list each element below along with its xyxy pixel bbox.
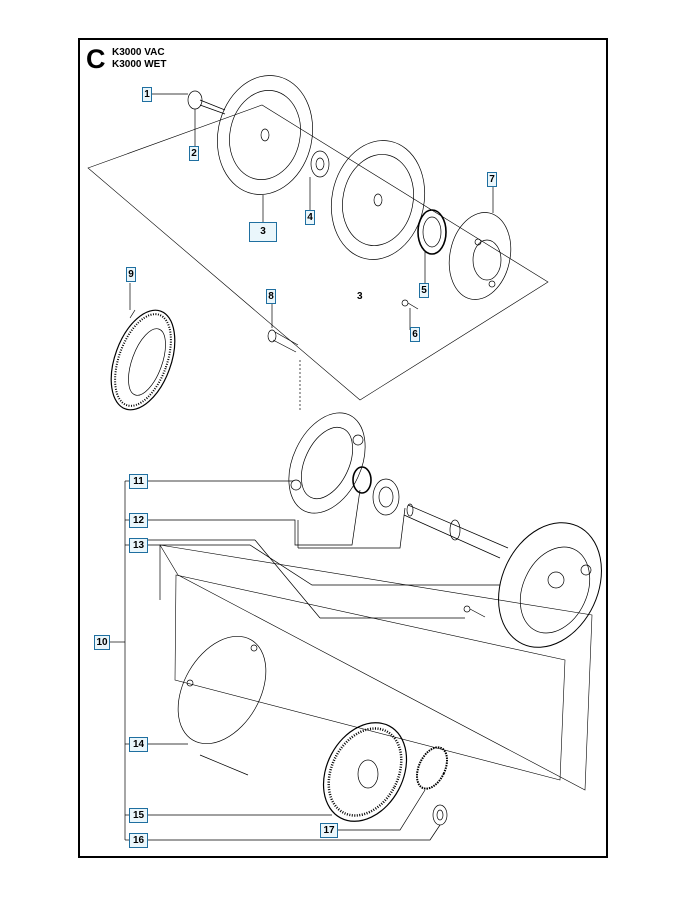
- callout-13: 13: [129, 538, 148, 553]
- callout-8: 8: [266, 289, 276, 304]
- part-17-pinion: [415, 746, 449, 790]
- callout-11: 11: [129, 474, 148, 489]
- callout-7: 7: [487, 172, 497, 187]
- callout-4: 4: [305, 210, 315, 225]
- leader-lines: [110, 93, 500, 841]
- callout-12: 12: [129, 513, 148, 528]
- lower-plane-outline: [159, 544, 593, 791]
- part-14-gasket: [177, 635, 267, 745]
- part-5-bearing: [417, 209, 447, 255]
- model-name-wet: K3000 WET: [112, 59, 167, 70]
- part-4-washer: [310, 150, 330, 178]
- drive-shaft: [403, 503, 509, 559]
- callout-9: 9: [126, 267, 136, 282]
- callout-6: 6: [410, 327, 420, 342]
- part-7-cover: [448, 212, 512, 300]
- callout-17: 17: [320, 823, 338, 838]
- callout-1: 1: [142, 87, 152, 102]
- callout-3-outer-flange: 3: [249, 222, 277, 242]
- callout-15: 15: [129, 808, 148, 823]
- upper-plane-outline: [87, 104, 549, 401]
- section-letter: C: [86, 44, 106, 74]
- lower-plane-outline-inner: [174, 574, 566, 781]
- part-12-seal: [352, 466, 372, 494]
- callout-3-inner-flange: 3: [357, 291, 363, 302]
- diagram-frame: [78, 38, 608, 858]
- part-11-plate: [288, 412, 366, 514]
- part-8-bolt: [267, 329, 299, 353]
- part-9-ring: [110, 309, 176, 411]
- callout-5: 5: [419, 283, 429, 298]
- callout-16: 16: [129, 833, 148, 848]
- housing-screw: [463, 605, 486, 618]
- callout-14: 14: [129, 737, 148, 752]
- callout-10: 10: [94, 635, 110, 650]
- part-13-bearing: [372, 478, 400, 516]
- callout-2: 2: [189, 146, 199, 161]
- part-3-flange-outer: [217, 75, 313, 195]
- gear-housing: [498, 522, 602, 648]
- part-6-screw: [401, 299, 419, 310]
- part-3-flange-inner: [330, 140, 426, 260]
- part-15-bevel-gear: [322, 722, 408, 822]
- part-16-nut: [432, 804, 448, 826]
- part-1-bolt: [187, 90, 226, 115]
- model-name-vac: K3000 VAC: [112, 47, 165, 58]
